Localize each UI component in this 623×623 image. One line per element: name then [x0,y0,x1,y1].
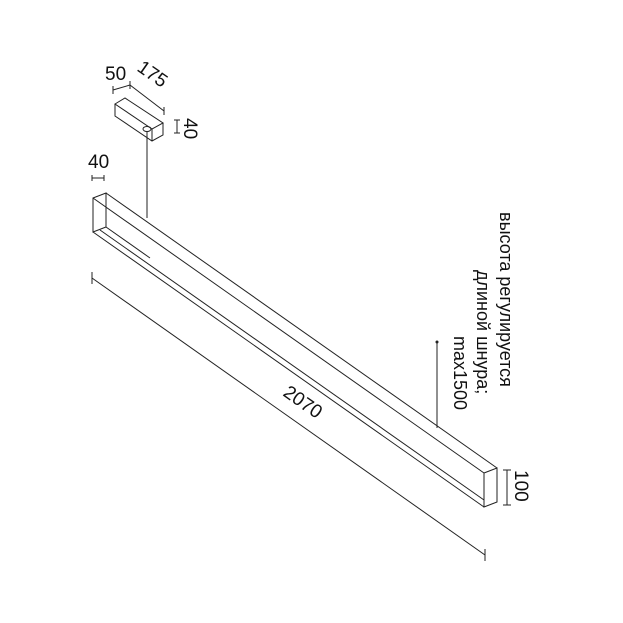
note-line-1: высота регулируется [496,212,516,387]
canopy [114,97,164,142]
dim-profile-height: 100 [510,470,531,502]
note-line-3: max1500 [450,336,470,410]
cable-end-marker [435,340,439,344]
canopy-dimension-lines [91,81,180,181]
linear-profile [92,192,498,508]
dim-length: 2070 [279,382,326,423]
dim-profile-width: 40 [88,152,109,173]
cable-note: высота регулируется длиной шнура; max150… [450,212,516,410]
dim-canopy-width: 50 [105,64,126,85]
dim-canopy-height: 40 [179,118,200,139]
note-line-2: длиной шнура; [473,270,493,394]
length-dimension-line [91,272,486,561]
height-dimension-line [503,469,511,506]
dim-canopy-length: 175 [133,57,171,92]
